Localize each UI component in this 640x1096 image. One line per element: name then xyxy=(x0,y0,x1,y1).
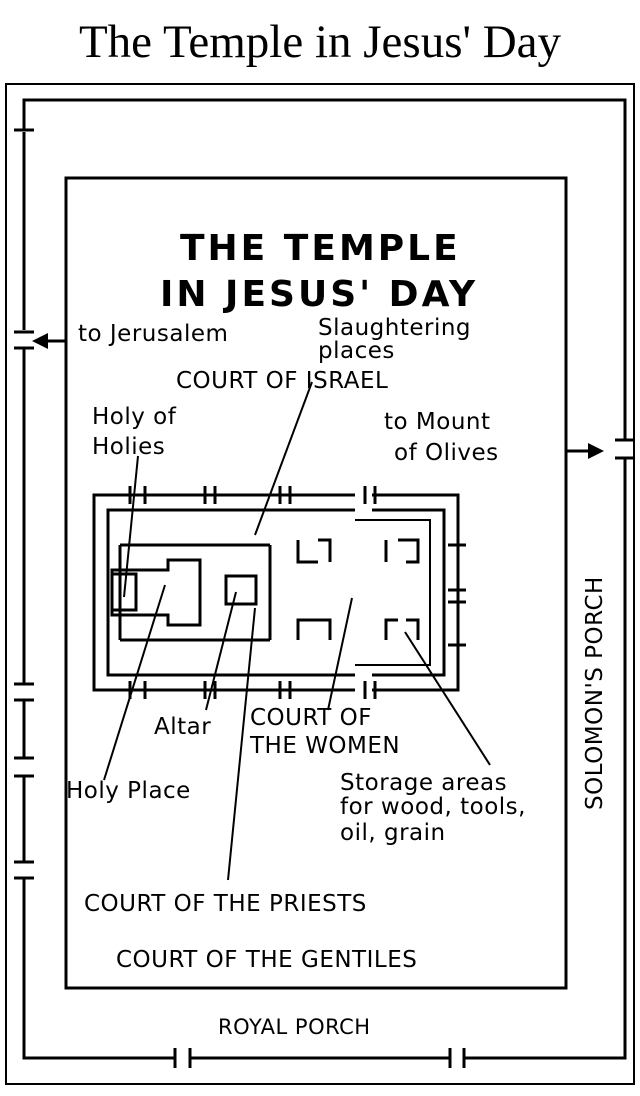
label-slaughtering-places-2: places xyxy=(318,338,395,364)
label-to-jerusalem: to Jerusalem xyxy=(78,321,228,347)
label-storage-areas-3: oil, grain xyxy=(340,820,446,846)
label-to-mount-of-olives-2: of Olives xyxy=(394,440,499,466)
outer-wall xyxy=(14,98,635,1068)
diagram-heading-line2: IN JESUS' DAY xyxy=(160,274,478,315)
label-altar: Altar xyxy=(154,714,211,740)
label-solomons-porch: SOLOMON'S PORCH xyxy=(582,576,608,810)
label-court-of-women-2: THE WOMEN xyxy=(249,733,400,759)
label-holy-place: Holy Place xyxy=(66,778,191,804)
page-title: The Temple in Jesus' Day xyxy=(78,16,562,68)
label-court-of-women-1: COURT OF xyxy=(250,705,372,731)
label-storage-areas-2: for wood, tools, xyxy=(340,794,526,820)
label-court-of-the-priests: COURT OF THE PRIESTS xyxy=(84,891,367,917)
arrow-to-mount-of-olives xyxy=(566,443,604,459)
temple-building xyxy=(92,486,466,699)
label-court-of-israel: COURT OF ISRAEL xyxy=(176,368,388,394)
label-slaughtering-places-1: Slaughtering xyxy=(318,315,471,341)
label-royal-porch: ROYAL PORCH xyxy=(218,1015,371,1039)
label-to-mount-of-olives-1: to Mount xyxy=(384,409,491,435)
label-holy-of-holies-1: Holy of xyxy=(92,404,177,430)
label-storage-areas-1: Storage areas xyxy=(340,770,507,796)
pointer-lines xyxy=(103,381,491,881)
label-holy-of-holies-2: Holies xyxy=(92,434,165,460)
temple-diagram: THE TEMPLE IN JESUS' DAY to Jerusalem Sl… xyxy=(5,83,635,1085)
inner-court-boundary xyxy=(64,176,568,990)
diagram-heading-line1: THE TEMPLE xyxy=(180,228,461,269)
outer-frame xyxy=(5,83,635,1085)
arrow-to-jerusalem xyxy=(32,333,66,349)
label-court-of-the-gentiles: COURT OF THE GENTILES xyxy=(116,947,417,973)
